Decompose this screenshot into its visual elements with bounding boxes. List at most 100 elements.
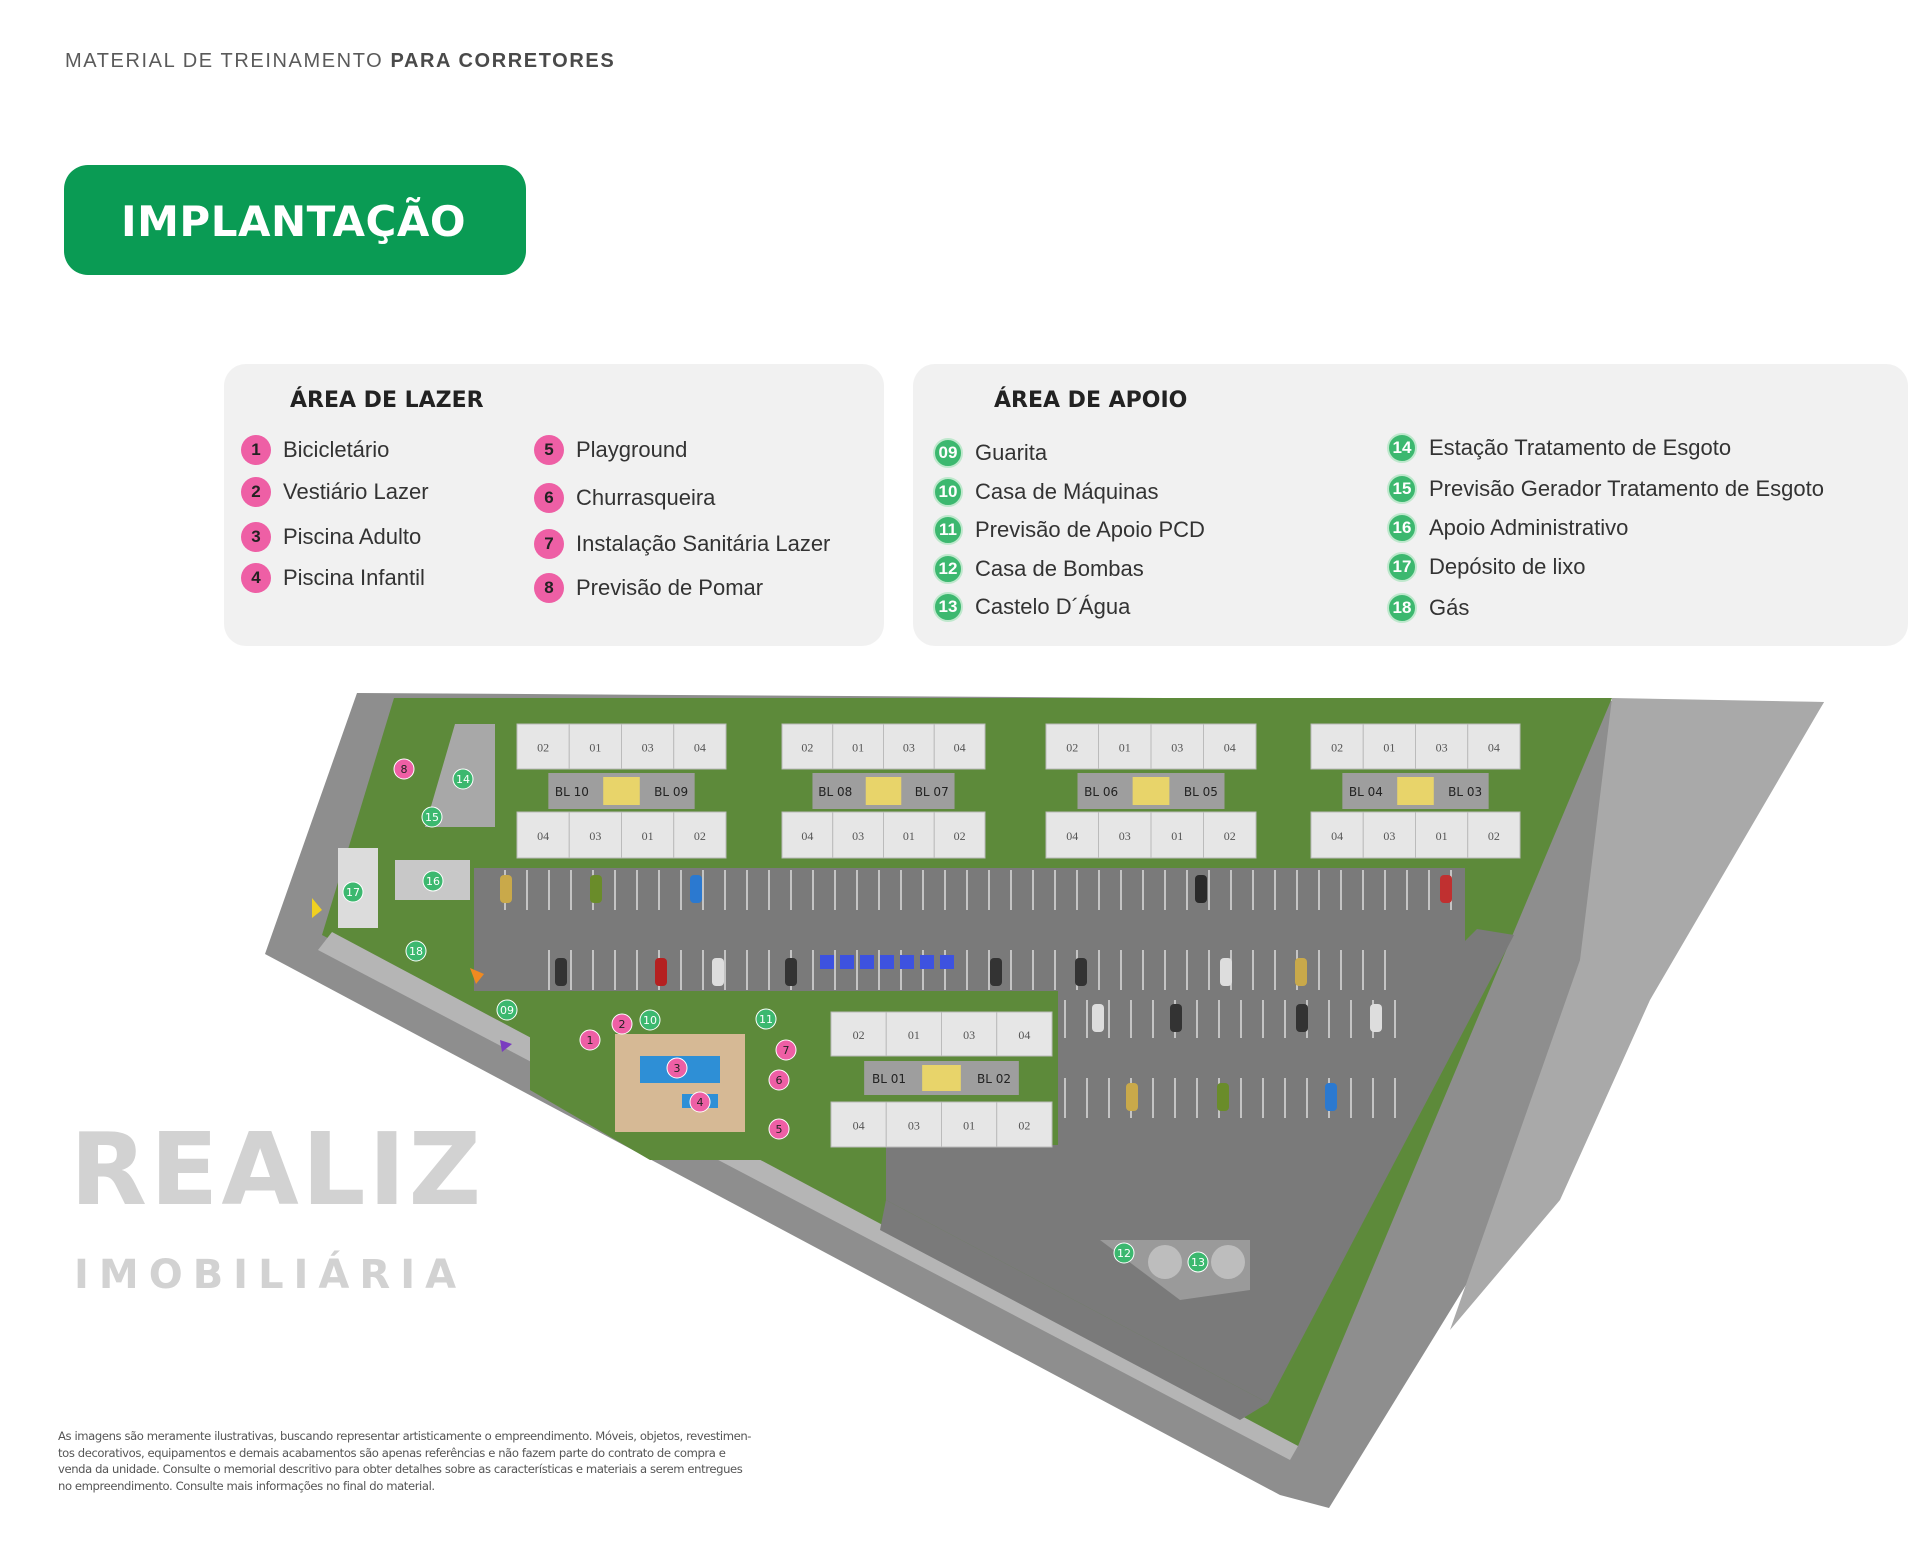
parking-lot	[880, 1200, 1268, 1420]
number-badge-icon: 5	[534, 435, 564, 465]
parking-lot	[886, 929, 1514, 1403]
legend-label: Piscina Infantil	[283, 565, 425, 590]
map-marker-icon	[421, 806, 443, 828]
disclaimer-line: As imagens são meramente ilustrativas, b…	[58, 1429, 752, 1443]
entrance-arrow-icon	[470, 968, 484, 984]
apartment-unit	[1150, 811, 1204, 859]
legend-label: Previsão Gerador Tratamento de Esgoto	[1429, 476, 1824, 501]
legend-label: Guarita	[975, 440, 1048, 465]
apartment-unit	[1150, 723, 1204, 770]
map-marker-label: 15	[425, 811, 439, 824]
number-badge-icon: 11	[933, 515, 963, 545]
car	[785, 958, 797, 986]
legend-label: Piscina Adulto	[283, 524, 422, 549]
car	[990, 958, 1002, 986]
apartment-unit	[1203, 811, 1257, 859]
number-badge-icon: 17	[1387, 552, 1417, 582]
exit-arrow-icon	[500, 1040, 512, 1052]
unit-label: 01	[1171, 829, 1183, 843]
apoio-title: ÁREA DE APOIO	[994, 388, 1188, 413]
map-marker-label: 3	[674, 1062, 681, 1075]
map-marker-label: 16	[426, 875, 440, 888]
map-marker-label: 4	[697, 1096, 704, 1109]
unit-label: 04	[694, 741, 706, 755]
number-badge-icon: 8	[534, 573, 564, 603]
watermark-logo: REALIZ	[70, 1111, 485, 1228]
unit-label: 04	[1331, 829, 1343, 843]
map-marker-icon	[405, 940, 427, 962]
car	[1220, 958, 1232, 986]
car	[1092, 1004, 1104, 1032]
apartment-unit	[883, 723, 935, 770]
map-marker-label: 12	[1117, 1247, 1131, 1260]
legend-label: Churrasqueira	[576, 485, 716, 510]
accessible-parking-icon	[920, 955, 934, 969]
apoio-legend-item: 17 Depósito de lixo	[1387, 552, 1586, 582]
unit-label: 03	[903, 741, 915, 755]
apartment-unit	[1310, 811, 1364, 859]
unit-label: 01	[963, 1119, 975, 1133]
accessible-parking-icon	[940, 955, 954, 969]
apartment-unit	[1045, 811, 1099, 859]
map-marker-icon	[689, 1091, 711, 1113]
unit-label: 02	[1331, 741, 1343, 755]
apartment-unit	[885, 1101, 942, 1148]
car	[1440, 875, 1452, 903]
map-marker-label: 14	[456, 773, 470, 786]
lazer-title: ÁREA DE LAZER	[290, 388, 484, 413]
sidewalk-right	[1450, 698, 1824, 1330]
block-label: BL 10	[555, 785, 589, 799]
number-badge-icon: 10	[933, 477, 963, 507]
unit-label: 04	[1066, 829, 1078, 843]
accessible-parking-icon	[900, 955, 914, 969]
car	[1370, 1004, 1382, 1032]
legend-label: Bicicletário	[283, 437, 390, 462]
car	[1126, 1083, 1138, 1111]
legend-label: Gás	[1429, 595, 1470, 620]
disclaimer-line: venda da unidade. Consulte o memorial de…	[58, 1462, 743, 1476]
header-prefix: MATERIAL DE TREINAMENTO	[65, 50, 384, 72]
unit-label: 02	[1488, 829, 1500, 843]
unit-label: 04	[1488, 741, 1500, 755]
stair-lights	[1132, 777, 1170, 805]
car	[500, 875, 512, 903]
unit-label: 02	[537, 741, 549, 755]
apartment-unit	[1098, 811, 1152, 859]
number-badge-icon: 13	[933, 592, 963, 622]
car	[690, 875, 702, 903]
apartment-unit	[832, 811, 884, 859]
apartment-unit	[1467, 811, 1521, 859]
car	[1195, 875, 1207, 903]
map-marker-label: 8	[401, 763, 408, 776]
map-marker-icon	[768, 1069, 790, 1091]
car	[655, 958, 667, 986]
apartment-unit	[941, 1101, 998, 1148]
block-label: BL 05	[1184, 785, 1218, 799]
header-bold: PARA CORRETORES	[390, 50, 616, 72]
stair-lights	[1397, 777, 1434, 805]
legend-label: Depósito de lixo	[1429, 554, 1586, 579]
watermark-subtitle: IMOBILIÁRIA	[74, 1252, 467, 1298]
map-marker-icon	[611, 1013, 633, 1035]
number-badge-icon: 6	[534, 483, 564, 513]
map-marker-label: 13	[1191, 1256, 1205, 1269]
map-marker-label: 1	[587, 1034, 594, 1047]
map-marker-icon	[639, 1009, 661, 1031]
unit-label: 02	[1066, 741, 1078, 755]
water-tank	[1211, 1245, 1245, 1279]
section-title: IMPLANTAÇÃO	[121, 197, 467, 246]
unit-label: 04	[1018, 1028, 1030, 1042]
number-badge-icon: 1	[241, 435, 271, 465]
apartment-unit	[568, 811, 622, 859]
car	[712, 958, 724, 986]
unit-label: 01	[642, 829, 654, 843]
block-label: BL 09	[654, 785, 688, 799]
